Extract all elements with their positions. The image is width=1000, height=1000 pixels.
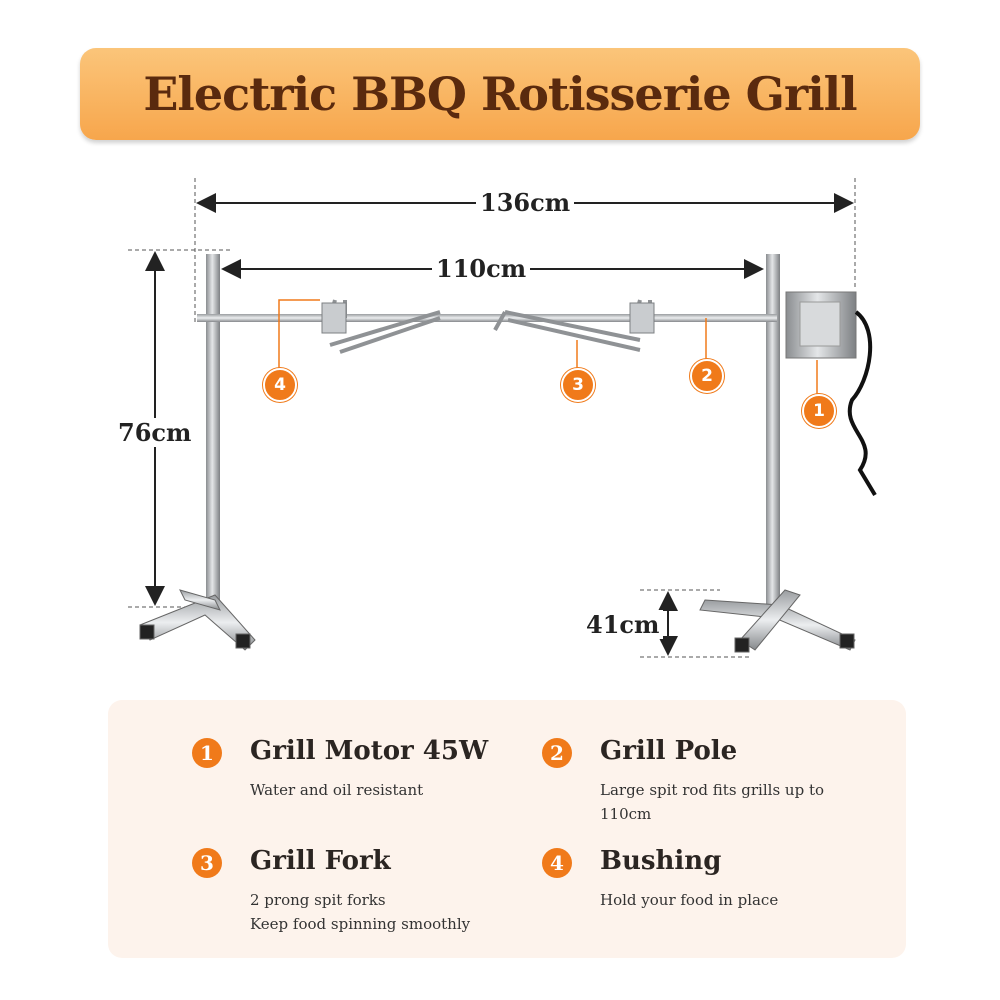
dimension-height: 76cm [114, 418, 196, 447]
callout-leaders [278, 299, 818, 394]
feature-title: Grill Motor 45W [250, 736, 489, 766]
number-badge: 2 [542, 738, 572, 768]
description-line: Keep food spinning smoothly [250, 915, 471, 933]
dimension-pole-width: 110cm [432, 254, 531, 283]
right-base [699, 589, 856, 653]
feature-description: Water and oil resistant [250, 778, 490, 802]
guide-lines [128, 178, 856, 658]
forks [328, 299, 652, 354]
page-title: Electric BBQ Rotisserie Grill [143, 67, 857, 121]
spit-rod [197, 314, 777, 322]
number-badge: 3 [192, 848, 222, 878]
dimension-base-height: 41cm [582, 610, 664, 639]
features-panel: 1 Grill Motor 45W Water and oil resistan… [108, 700, 906, 958]
description-line: Water and oil resistant [250, 781, 424, 799]
feature-title: Grill Fork [250, 846, 391, 876]
right-upright [766, 254, 780, 604]
callout-4: 4 [263, 368, 297, 402]
title-banner: Electric BBQ Rotisserie Grill [80, 48, 920, 140]
description-line: Large spit rod fits grills up to 110cm [600, 781, 825, 823]
feature-description: 2 prong spit forks Keep food spinning sm… [250, 888, 490, 936]
dimension-total-width: 136cm [476, 188, 575, 217]
callout-2: 2 [690, 359, 724, 393]
feature-description: Hold your food in place [600, 888, 840, 912]
description-line: 2 prong spit forks [250, 891, 386, 909]
feature-title: Bushing [600, 846, 722, 876]
feature-title: Grill Pole [600, 736, 738, 766]
left-upright [206, 254, 220, 604]
number-badge: 4 [542, 848, 572, 878]
description-line: Hold your food in place [600, 891, 779, 909]
feature-description: Large spit rod fits grills up to 110cm [600, 778, 840, 826]
left-base [139, 589, 256, 651]
callout-1: 1 [802, 394, 836, 428]
number-badge: 1 [192, 738, 222, 768]
callout-3: 3 [561, 368, 595, 402]
power-cord [847, 310, 877, 497]
